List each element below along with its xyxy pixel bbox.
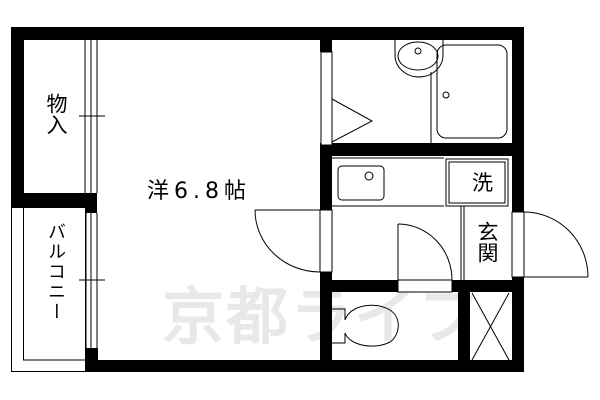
- walls: [11, 27, 524, 372]
- balcony-label: バルコニー: [45, 222, 66, 322]
- western-room-label: 洋6.8帖: [147, 179, 251, 204]
- washer-label: 洗: [472, 171, 493, 195]
- storage-label: 物入: [44, 93, 68, 135]
- entrance-label: 玄関: [475, 221, 499, 263]
